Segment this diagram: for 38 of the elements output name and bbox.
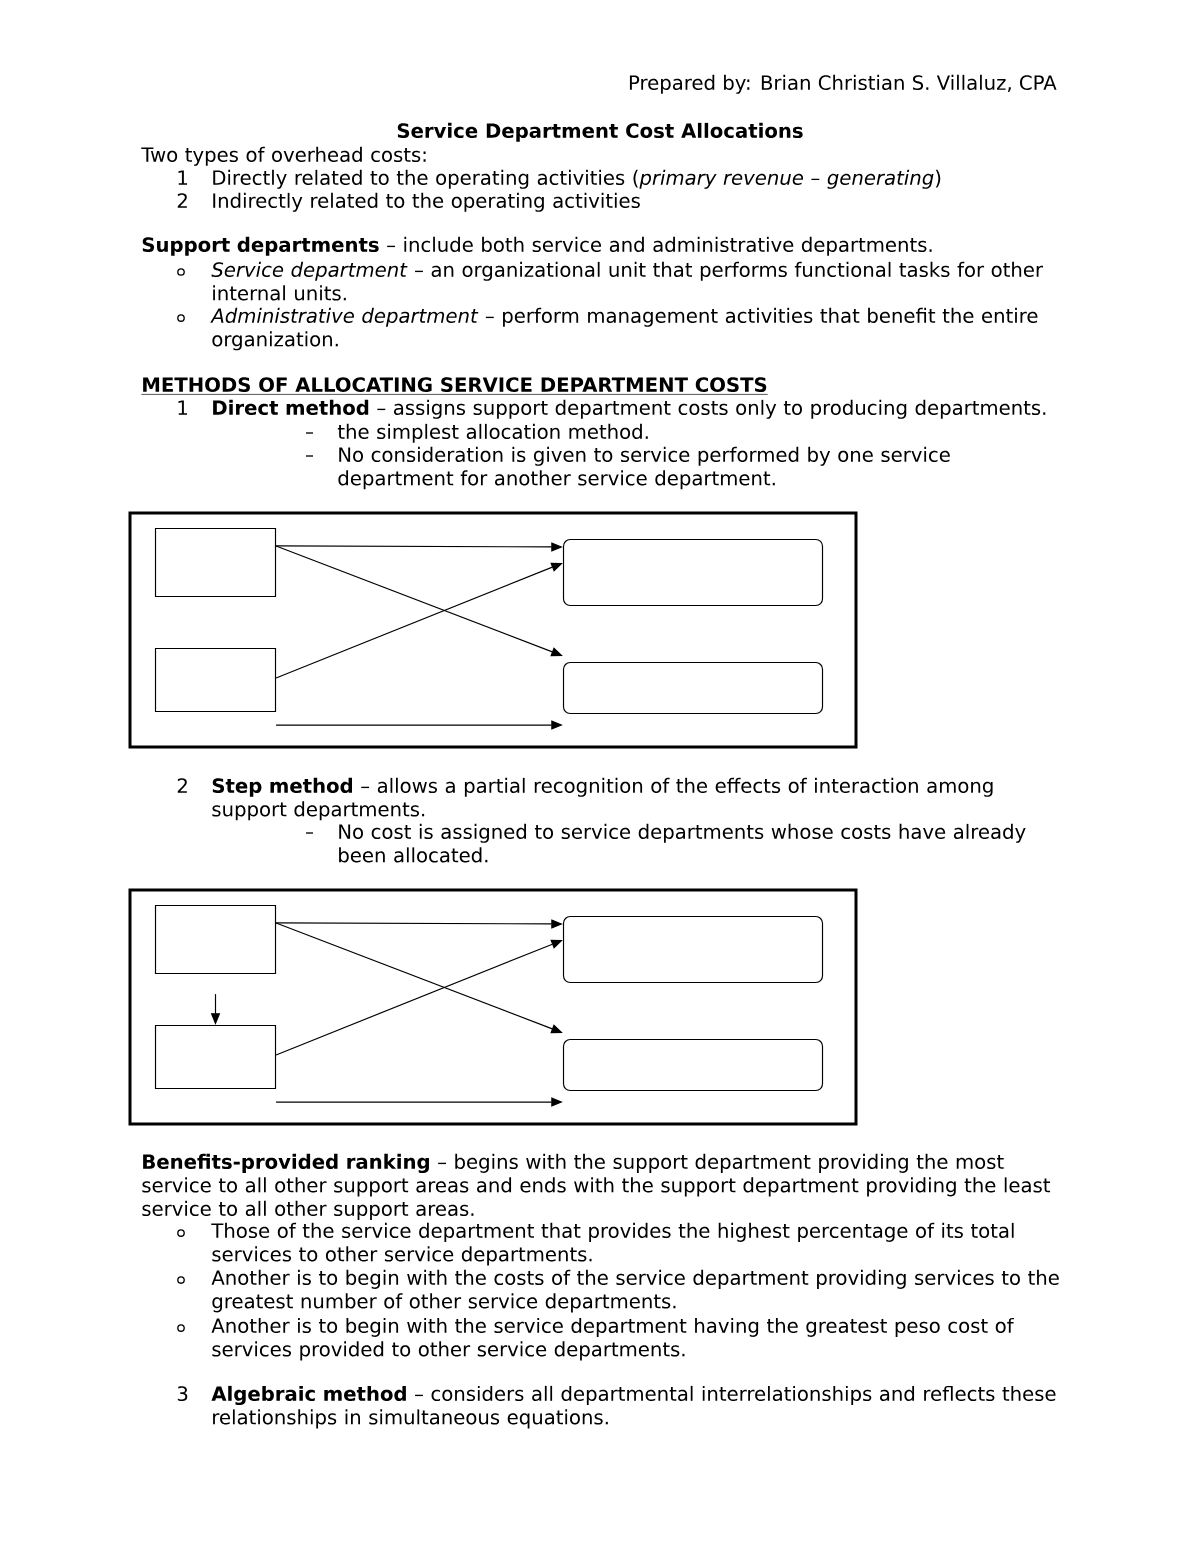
department-box [562,661,824,715]
body-text: Indirectly related to the operating activities [213,192,640,212]
header-text: Prepared by: Brian Christian S. Villaluz, CPA [629,74,1057,94]
body-text: Direct method – assigns support department costs only to producing departments. [213,399,1046,419]
body-text: Another is to begin with the service department having the greatest peso cost of services provided to other service departments. [211,1317,1014,1361]
arrow [275,939,563,1056]
body-text: No consideration is given to service performed by one service department for another service department. [338,446,950,490]
diagram-frame [128,511,858,749]
department-box [154,904,277,975]
body-text: Those of the service department that provides the highest percentage of its total services to other service departments. [211,1222,1014,1266]
body-text: Step method – allows a partial recognition of the effects of interaction among support departments. [212,777,993,821]
body-text: Administrative department – perform management activities that benefit the entire organization. [210,307,1038,351]
list-number: 1 [178,170,188,185]
body-text: Directly related to the operating activities (primary revenue – generating) [213,169,941,189]
body-text: the simplest allocation method. [337,423,648,443]
list-number: 3 [177,1386,188,1402]
body-text: No cost is assigned to service departments whose costs have already been allocated. [339,823,1026,863]
body-text: Algebraic method – considers all departmental interrelationships and reflects these relationships in simultaneous equations. [211,1385,1056,1429]
body-text: Service department – an organizational unit that performs functional tasks for other internal units. [211,261,1043,301]
list-number: 2 [177,193,187,208]
body-text: Benefits-provided ranking – begins with the support department providing the most service to all other support areas and ends with the support department providing the least service to all other support areas. [142,1153,1051,1220]
department-box [562,915,824,984]
department-box [154,527,277,598]
department-box [154,1024,277,1090]
arrow [275,922,563,1034]
arrow [275,562,563,679]
department-box [562,538,824,607]
department-box [562,1038,824,1092]
diagram-frame [128,888,858,1126]
body-text: Two types of overhead costs: [141,146,426,166]
department-box [154,647,277,713]
section-heading: METHODS OF ALLOCATING SERVICE DEPARTMENT COSTS [141,377,769,395]
list-number: 2 [177,778,187,793]
body-text: Another is to begin with the costs of the service department providing services to the greatest number of other service departments. [211,1269,1059,1313]
body-text: Support departments – include both service and administrative departments. [142,236,932,256]
title: Service Department Cost Allocations [397,122,803,142]
arrow [275,545,563,657]
list-number: 1 [178,400,188,415]
